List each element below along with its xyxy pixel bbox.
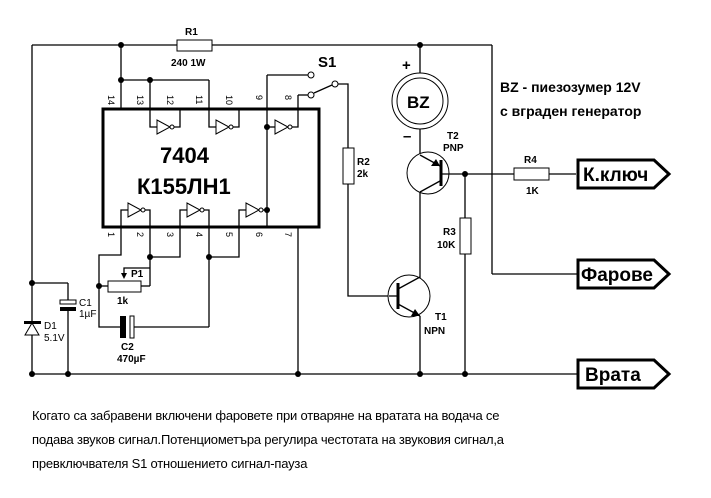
note-line-2: с вграден генератор — [500, 103, 641, 119]
resistor-r2: R2 2k — [342, 147, 389, 297]
ic-model: 7404 — [160, 143, 210, 168]
bz-label: BZ — [407, 93, 430, 112]
ic-7404: 7404 К155ЛН1 — [101, 107, 321, 229]
t1-type: NPN — [424, 326, 445, 337]
transistor-t1: T1 NPN — [387, 274, 447, 374]
pin-9: 9 — [254, 95, 264, 100]
zener-d1: D1 5.1V — [24, 280, 68, 344]
connector-headlights[interactable]: Фарове — [576, 258, 672, 290]
c1-value: 1µF — [79, 309, 96, 320]
pin-6: 6 — [254, 232, 264, 237]
r4-value: 1K — [526, 186, 540, 197]
transistor-t2: T2 PNP — [406, 131, 514, 278]
resistor-r4: R4 1K — [513, 155, 576, 197]
caption-line-3: превключвателя S1 отношението сигнал-пау… — [32, 456, 308, 471]
connector-ignition[interactable]: К.ключ — [576, 158, 672, 190]
capacitor-c2: C2 470µF — [117, 315, 146, 365]
c1-label: C1 — [79, 298, 92, 309]
potentiometer-p1: P1 1k — [99, 267, 150, 307]
note-line-1: BZ - пиезозумер 12V — [500, 79, 641, 95]
switch-s1: S1 — [298, 54, 349, 148]
resistor-r3: R3 10K — [437, 174, 472, 374]
pin-13: 13 — [135, 95, 145, 105]
r4-label: R4 — [524, 155, 537, 166]
resistor-r1: R1 240 1W — [171, 27, 213, 69]
t2-type: PNP — [443, 143, 464, 154]
c2-value: 470µF — [117, 354, 146, 365]
r3-value: 10K — [437, 240, 456, 251]
p1-label: P1 — [131, 269, 144, 280]
capacitor-c1: C1 1µF — [59, 283, 96, 374]
c2-label: C2 — [121, 342, 134, 353]
bz-minus: – — [403, 128, 411, 145]
r1-value: 240 1W — [171, 58, 206, 69]
top-rail — [31, 42, 493, 374]
connector-ignition-label: К.ключ — [583, 165, 648, 186]
pin-11: 11 — [194, 95, 204, 104]
s1-label: S1 — [318, 54, 336, 71]
pin-5: 5 — [224, 232, 234, 237]
caption-line-2: подава звуков сигнал.Потенциометъра регу… — [32, 432, 504, 447]
pin-2: 2 — [135, 232, 145, 237]
caption-line-1: Когато са забравени включени фаровете пр… — [32, 408, 500, 423]
p1-value: 1k — [117, 296, 129, 307]
pin-3: 3 — [165, 232, 175, 237]
inverter-gates-bottom — [120, 202, 267, 227]
t1-label: T1 — [435, 312, 447, 323]
d1-label: D1 — [44, 321, 57, 332]
r1-label: R1 — [185, 27, 198, 38]
pin-1: 1 — [106, 232, 116, 237]
pin-10: 10 — [224, 95, 234, 105]
r2-label: R2 — [357, 157, 370, 168]
ic-model-alt: К155ЛН1 — [137, 174, 231, 199]
pin-7: 7 — [283, 232, 293, 237]
r2-value: 2k — [357, 169, 369, 180]
ic-pins-top: 14 13 12 11 10 9 8 — [106, 95, 293, 105]
buzzer-note: BZ - пиезозумер 12V с вграден генератор — [500, 79, 641, 119]
r3-label: R3 — [443, 227, 456, 238]
connector-door-label: Врата — [585, 365, 641, 386]
pin-12: 12 — [165, 95, 175, 105]
connector-door[interactable]: Врата — [576, 358, 672, 390]
bz-plus: + — [402, 57, 411, 74]
oscillator-wiring — [96, 227, 240, 328]
description-caption: Когато са забравени включени фаровете пр… — [32, 404, 692, 476]
connector-headlights-label: Фарове — [581, 265, 653, 286]
pin-8: 8 — [283, 95, 293, 100]
inverter-gates-top — [149, 95, 299, 135]
feedback-wiring — [264, 74, 308, 227]
vcc-wiring — [118, 45, 210, 108]
d1-value: 5.1V — [44, 333, 65, 344]
ic-pins-bottom: 1 2 3 4 5 6 7 — [106, 232, 293, 237]
t2-label: T2 — [447, 131, 459, 142]
pin-14: 14 — [106, 95, 116, 105]
pin-4: 4 — [194, 232, 204, 237]
bottom-rail — [29, 227, 578, 377]
buzzer-bz: BZ + – — [391, 45, 449, 155]
